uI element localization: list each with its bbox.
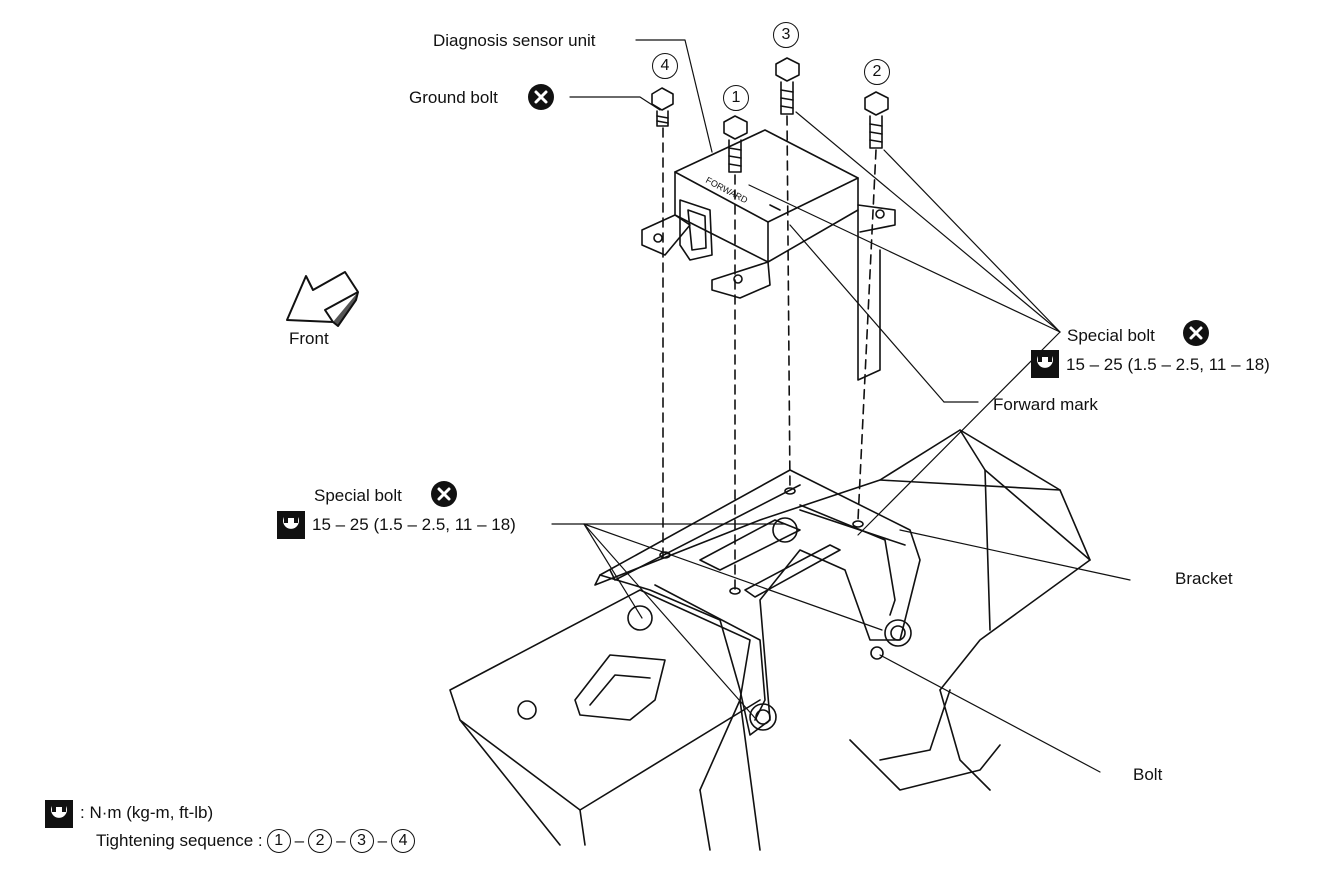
sequence-separator: – [294, 831, 305, 850]
label-bolt: Bolt [1133, 765, 1163, 784]
label-front: Front [289, 329, 329, 348]
x-circle-icon [528, 84, 554, 110]
forward-stamp-text: FORWARD [704, 175, 750, 206]
torque-wrench-icon [277, 511, 305, 539]
sequence-step-1: 1 [266, 829, 291, 853]
bolt-number-4: 4 [652, 53, 678, 79]
bolt-2 [864, 91, 889, 149]
label-forward-mark: Forward mark [993, 395, 1098, 414]
bolt-number-1: 1 [723, 85, 749, 111]
sequence-separator: – [336, 831, 346, 850]
label-special-bolt-left: Special bolt [314, 486, 402, 505]
x-circle-icon [1183, 320, 1209, 346]
torque-spec-left: 15 – 25 (1.5 – 2.5, 11 – 18) [312, 515, 516, 534]
sequence-label: Tightening sequence : [96, 831, 263, 850]
label-ground-bolt: Ground bolt [409, 88, 498, 107]
x-circle-icon [431, 481, 457, 507]
label-diagnosis-sensor-unit: Diagnosis sensor unit [433, 31, 596, 50]
leader-lines [551, 39, 1131, 773]
bolt-4 [651, 87, 674, 127]
legend-units: : N·m (kg-m, ft-lb) [80, 803, 214, 822]
front-arrow-icon [286, 271, 359, 327]
sequence-step-2: 2 [308, 829, 333, 853]
tightening-sequence: Tightening sequence : 1 – 2 – 3 – 4 [96, 829, 416, 853]
bolt-number-2: 2 [864, 59, 890, 85]
bolt-3 [775, 57, 800, 115]
torque-spec-right: 15 – 25 (1.5 – 2.5, 11 – 18) [1066, 355, 1270, 374]
bolt-1 [723, 115, 748, 173]
bolt-number-3: 3 [773, 22, 799, 48]
sensor-unit [641, 129, 896, 381]
sequence-separator: – [377, 831, 388, 850]
label-bracket: Bracket [1175, 569, 1233, 588]
torque-wrench-icon [45, 800, 73, 828]
label-special-bolt-right: Special bolt [1067, 326, 1155, 345]
sequence-step-4: 4 [391, 829, 416, 853]
console-base [449, 429, 1091, 851]
alignment-lines [662, 115, 877, 591]
sequence-step-3: 3 [349, 829, 374, 853]
bracket [599, 469, 921, 736]
torque-wrench-icon [1031, 350, 1059, 378]
